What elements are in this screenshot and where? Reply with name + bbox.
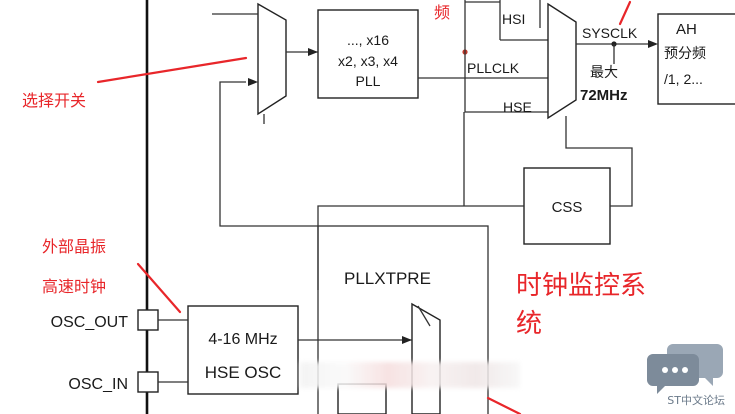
annotation-line-bottom [486,396,522,414]
chat-bubbles-icon [647,344,723,394]
arrow-into-pllxtpre [402,336,412,344]
annotation-high-speed-clock: 高速时钟 [42,277,106,296]
osc-in-pin [137,371,159,393]
annotation-freq-partial: 频 [434,3,450,22]
pll-line1: ..., x16 [347,32,389,48]
pll-block [317,9,419,99]
ahb-line3: /1, 2... [664,71,703,87]
osc-in-label: OSC_IN [68,376,128,393]
wire-css-right [565,116,633,207]
divider-box [337,383,387,414]
hse-osc-block [187,305,299,395]
pllxtpre-frame [317,225,489,414]
annotation-mark-top-right [618,0,632,26]
pll-source-mux [257,2,287,116]
max-freq-line2: 72MHz [580,87,628,104]
osc-out-label: OSC_OUT [51,314,129,331]
annotation-clock-monitor-2: 统 [516,309,542,339]
blurred-strip [300,362,520,388]
arrow-into-pll [308,48,318,56]
wire-loop-left [219,81,318,227]
annotation-line-select-switch [96,56,248,84]
pllxtpre-label: PLLXTPRE [344,269,431,288]
hse-osc-line2: HSE OSC [205,363,282,382]
sysclk-mux [547,2,577,120]
wire-hse-to-sysmux [464,52,548,113]
ahb-prescaler-block [657,13,735,105]
hse-osc-line1: 4-16 MHz [208,331,277,348]
ahb-line1: AH [676,21,697,38]
annotation-external-crystal: 外部晶振 [42,237,106,256]
hse-label: HSE [503,99,532,115]
max-freq-line1: 最大 [590,64,618,80]
ahb-line2: 预分频 [664,45,706,61]
pll-line2: x2, x3, x4 [338,53,398,69]
pll-line3: PLL [356,73,381,89]
arrow-into-left-mux [248,78,258,86]
hsi-label: HSI [502,11,525,27]
annotation-clock-monitor-1: 时钟监控系 [516,271,646,301]
css-label: CSS [552,199,583,216]
watermark-text: ST中文论坛 [667,394,725,407]
arrow-into-ahb [648,40,658,48]
wire-mux-diag [417,305,431,327]
sysclk-label: SYSCLK [582,25,638,41]
osc-out-pin [137,309,159,331]
annotation-line-crystal [136,262,182,314]
annotation-select-switch: 选择开关 [22,91,86,110]
pllclk-label: PLLCLK [467,60,520,76]
